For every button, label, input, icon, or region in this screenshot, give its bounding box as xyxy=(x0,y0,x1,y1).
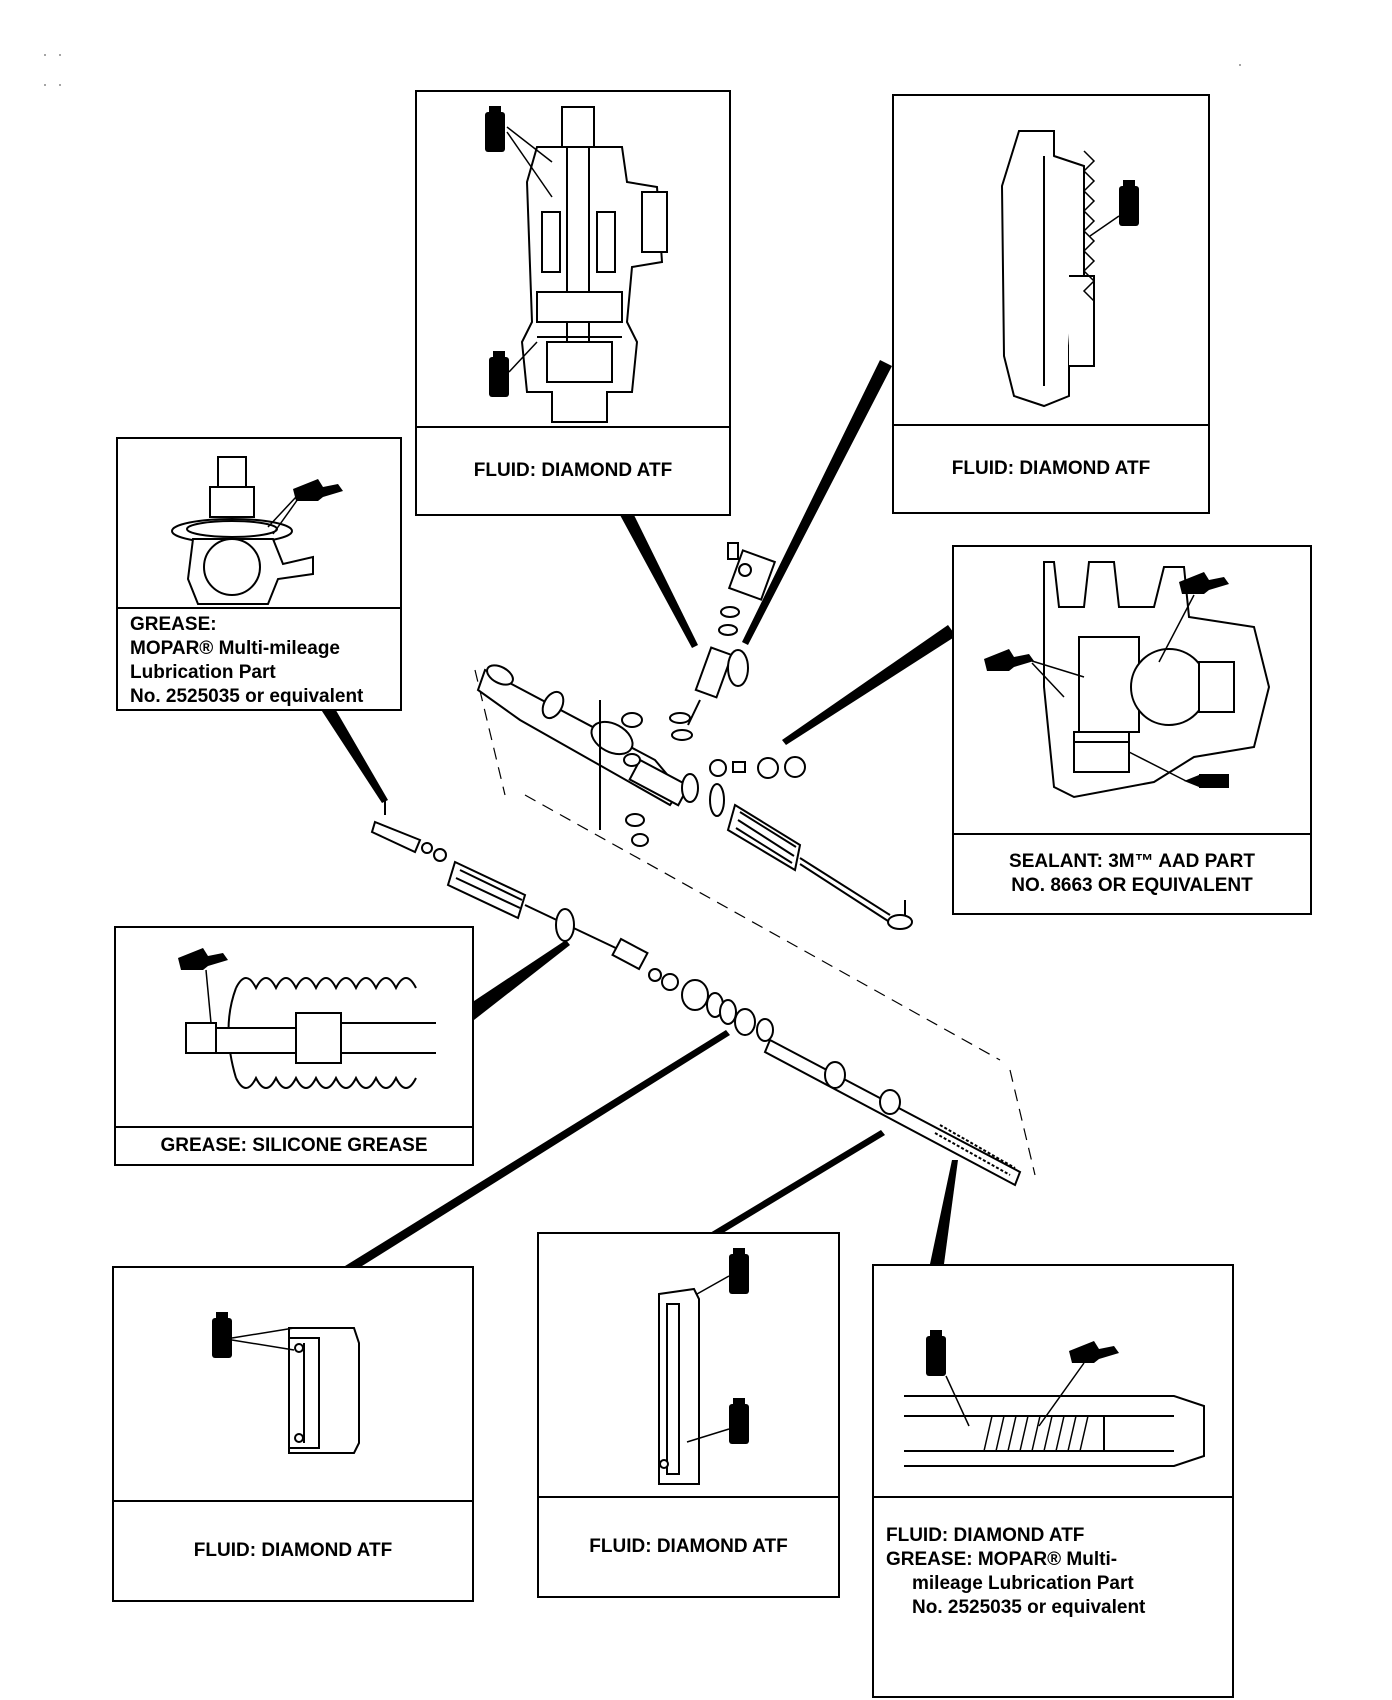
right-bellows xyxy=(709,783,913,930)
grease-gun-icon xyxy=(984,572,1229,671)
plunger-parts xyxy=(709,756,806,779)
caption-line: Lubrication Part xyxy=(130,662,276,683)
rack-bushing-illustration xyxy=(212,1312,360,1454)
leader-lines xyxy=(318,360,958,1266)
pinion-stack xyxy=(669,542,777,741)
callout-pinion-valve: FLUID: DIAMOND ATF xyxy=(415,90,731,516)
bellows-illustration xyxy=(178,948,436,1089)
rack-support-illustration xyxy=(1000,130,1139,408)
rack-teeth-illustration xyxy=(904,1330,1205,1467)
rack-bar xyxy=(648,968,1022,1187)
fluid-bottle-icon xyxy=(1119,180,1139,226)
caption-line: SEALANT: 3M™ AAD PART xyxy=(1009,851,1255,872)
callout-caption: FLUID: DIAMOND ATF xyxy=(417,426,729,514)
leader-rack-support xyxy=(742,360,892,645)
leader-seal xyxy=(705,1130,885,1236)
sealant-tube-icon xyxy=(1184,774,1229,788)
caption-line: mileage Lubrication Part xyxy=(912,1573,1134,1594)
caption-line: MOPAR® Multi-mileage xyxy=(130,638,340,659)
callout-oil-seal: FLUID: DIAMOND ATF xyxy=(537,1232,840,1598)
caption-line: No. 2525035 or equivalent xyxy=(130,686,364,707)
scan-marks xyxy=(44,54,1241,86)
callout-caption: FLUID: DIAMOND ATF GREASE: MOPAR® Multi-… xyxy=(874,1496,1232,1696)
fluid-bottle-icon xyxy=(485,106,505,152)
fluid-bottle-icon-2 xyxy=(489,351,509,397)
leader-tie-rod xyxy=(318,700,388,803)
callout-caption: SEALANT: 3M™ AAD PART NO. 8663 OR EQUIVA… xyxy=(954,833,1310,913)
rack-housing xyxy=(476,664,699,847)
grease-gun-icon xyxy=(1069,1341,1119,1363)
tie-rod-end-illustration xyxy=(171,456,343,605)
callout-caption: FLUID: DIAMOND ATF xyxy=(539,1496,838,1596)
leader-pinion xyxy=(620,515,698,648)
grease-gun-icon xyxy=(293,479,343,501)
left-bellows xyxy=(370,798,649,971)
leader-teeth xyxy=(930,1160,958,1264)
caption-line: FLUID: DIAMOND ATF xyxy=(886,1525,1085,1546)
leader-bellows xyxy=(468,940,570,1020)
leader-bushing xyxy=(345,1030,730,1266)
caption-line: NO. 8663 OR EQUIVALENT xyxy=(1011,875,1253,896)
callout-bellows: GREASE: SILICONE GREASE xyxy=(114,926,474,1166)
callout-caption: GREASE: SILICONE GREASE xyxy=(116,1126,472,1164)
pinion-valve-illustration xyxy=(485,106,668,423)
callout-rack-plunger: SEALANT: 3M™ AAD PART NO. 8663 OR EQUIVA… xyxy=(952,545,1312,915)
rack-plunger-illustration xyxy=(984,561,1271,799)
caption-line: No. 2525035 or equivalent xyxy=(912,1597,1146,1618)
callout-caption: GREASE: MOPAR® Multi-mileage Lubrication… xyxy=(118,607,400,709)
caption-line: GREASE: MOPAR® Multi- xyxy=(886,1549,1118,1570)
fluid-bottle-icon xyxy=(729,1248,749,1444)
callout-tie-rod-end: GREASE: MOPAR® Multi-mileage Lubrication… xyxy=(116,437,402,711)
leader-plunger xyxy=(782,625,956,745)
callout-rack-support: FLUID: DIAMOND ATF xyxy=(892,94,1210,514)
fluid-bottle-icon xyxy=(926,1330,946,1376)
callout-rack-bushing: FLUID: DIAMOND ATF xyxy=(112,1266,474,1602)
grease-gun-icon xyxy=(178,948,228,970)
fluid-bottle-icon xyxy=(212,1312,232,1358)
caption-line: GREASE: xyxy=(130,614,217,635)
callout-caption: FLUID: DIAMOND ATF xyxy=(114,1500,472,1600)
callout-caption: FLUID: DIAMOND ATF xyxy=(894,424,1208,512)
oil-seal-illustration xyxy=(658,1248,749,1485)
callout-rack-teeth: FLUID: DIAMOND ATF GREASE: MOPAR® Multi-… xyxy=(872,1264,1234,1698)
